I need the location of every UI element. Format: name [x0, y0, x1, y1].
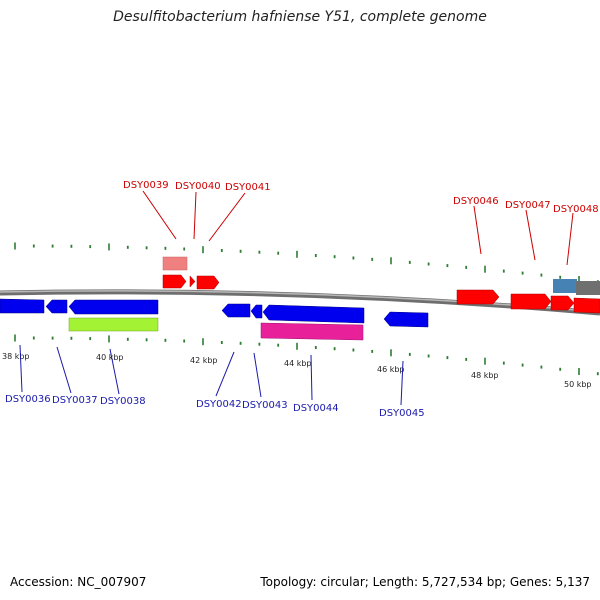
scale-label-50kbp: 50 kbp [564, 380, 592, 389]
gene-label-DSY0036[interactable]: DSY0036 [5, 394, 51, 405]
scale-label-46kbp: 46 kbp [377, 365, 405, 374]
feature-green[interactable] [68, 317, 159, 332]
gene-DSY0047[interactable] [510, 293, 552, 310]
gene-label-DSY0047[interactable]: DSY0047 [505, 200, 551, 211]
reverse-callouts [19, 344, 404, 406]
gene-label-DSY0040[interactable]: DSY0040 [175, 181, 221, 192]
gene-label-DSY0041[interactable]: DSY0041 [225, 182, 271, 193]
gene-DSY0045[interactable] [383, 311, 429, 328]
gene-DSY0043[interactable] [250, 304, 263, 319]
scale-label-48kbp: 48 kbp [471, 371, 499, 380]
gene-label-DSY0044[interactable]: DSY0044 [293, 403, 339, 414]
gene-label-DSY0048[interactable]: DSY0048 [553, 204, 599, 215]
gene-label-DSY0046[interactable]: DSY0046 [453, 196, 499, 207]
genome-summary: Topology: circular; Length: 5,727,534 bp… [260, 575, 590, 589]
accession-label: Accession: NC_007907 [10, 575, 147, 589]
feature-pink[interactable] [260, 322, 364, 341]
feature-gray[interactable] [576, 281, 600, 295]
gene-label-DSY0045[interactable]: DSY0045 [379, 408, 425, 419]
gene-DSY0040[interactable] [189, 275, 196, 288]
gene-DSY0038[interactable] [68, 299, 159, 315]
gene-DSY0044[interactable] [262, 304, 365, 324]
gene-label-DSY0037[interactable]: DSY0037 [52, 395, 98, 406]
gene-DSY0042[interactable] [221, 303, 251, 318]
gene-next-forward[interactable] [573, 297, 600, 314]
gene-DSY0041[interactable] [196, 275, 220, 290]
gene-label-DSY0043[interactable]: DSY0043 [242, 400, 288, 411]
gene-label-DSY0039[interactable]: DSY0039 [123, 180, 169, 191]
gene-label-DSY0042[interactable]: DSY0042 [196, 399, 242, 410]
feature-light-red[interactable] [162, 256, 188, 271]
gene-DSY0048[interactable] [550, 295, 575, 311]
lower-tick-ring [14, 334, 599, 376]
scale-label-40kbp: 40 kbp [96, 353, 124, 362]
upper-tick-ring [14, 242, 599, 284]
scale-label-42kbp: 42 kbp [190, 356, 218, 365]
gene-label-DSY0038[interactable]: DSY0038 [100, 396, 146, 407]
gene-DSY0039[interactable] [162, 274, 187, 289]
genome-title: Desulfitobacterium hafniense Y51, comple… [113, 9, 487, 25]
gene-DSY0036[interactable] [0, 298, 45, 314]
gene-DSY0046[interactable] [456, 289, 500, 305]
scale-label-44kbp: 44 kbp [284, 359, 312, 368]
feature-steel-blue[interactable] [553, 279, 577, 293]
gene-DSY0037[interactable] [45, 299, 68, 314]
forward-callouts [142, 190, 574, 266]
scale-label-38kbp: 38 kbp [2, 352, 30, 361]
